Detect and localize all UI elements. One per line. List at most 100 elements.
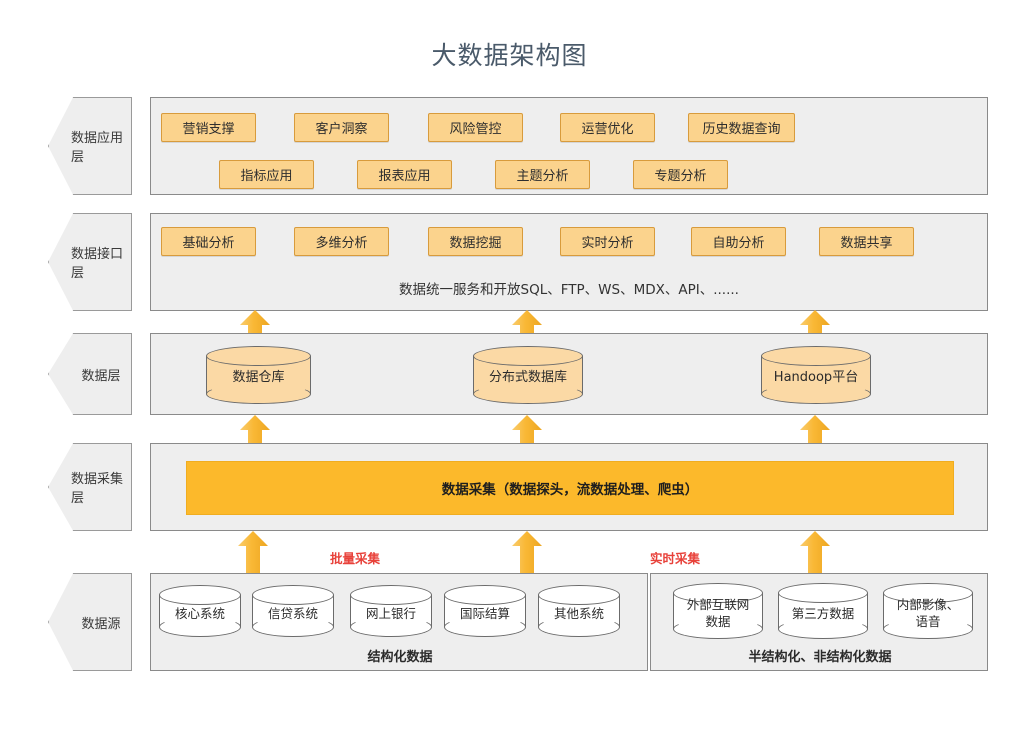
- source-credit-system[interactable]: 信贷系统: [252, 585, 334, 637]
- iface-box-mining[interactable]: 数据挖掘: [428, 227, 523, 256]
- app-box-report[interactable]: 报表应用: [357, 160, 452, 189]
- source-intl-settlement-label: 国际结算: [459, 605, 510, 621]
- collection-bar-label: 数据采集（数据探头，流数据处理、爬虫）: [441, 482, 699, 498]
- interface-layer-panel: 基础分析 多维分析 数据挖掘 实时分析 自助分析 数据共享 数据统一服务和开放S…: [150, 213, 988, 311]
- app-box-marketing[interactable]: 营销支撑: [161, 113, 256, 142]
- arrow-up-collect-to-data-2: [512, 415, 542, 443]
- source-internal-media[interactable]: 内部影像、 语音: [883, 583, 973, 639]
- cylinder-bottom: [473, 384, 583, 404]
- cylinder-top: [473, 346, 583, 366]
- source-other-system-label: 其他系统: [553, 605, 604, 621]
- cylinder-top: [883, 583, 973, 603]
- source-unstructured-panel: 外部互联网 数据 第三方数据 内部影像、 语音 半结构化、非结构化数据: [650, 573, 988, 671]
- layer-tag-data: 数据层: [48, 333, 132, 415]
- cylinder-bottom: [883, 619, 973, 639]
- app-box-report-label: 报表应用: [378, 169, 431, 184]
- iface-box-realtime-label: 实时分析: [581, 236, 634, 251]
- layer-tag-source: 数据源: [48, 573, 132, 671]
- source-external-internet-label: 外部互联网 数据: [686, 597, 750, 629]
- app-box-history-label: 历史数据查询: [702, 122, 781, 137]
- layer-tag-iface: 数据接口层: [48, 213, 132, 311]
- iface-box-multidim[interactable]: 多维分析: [294, 227, 389, 256]
- source-third-party-label: 第三方数据: [791, 605, 855, 621]
- cylinder-top: [159, 585, 241, 605]
- source-external-internet[interactable]: 外部互联网 数据: [673, 583, 763, 639]
- interface-service-note: 数据统一服务和开放SQL、FTP、WS、MDX、API、......: [399, 282, 739, 298]
- note-realtime-collection: 实时采集: [650, 551, 701, 566]
- arrow-up-collect-to-data-3: [800, 415, 830, 443]
- cylinder-bottom: [206, 384, 311, 404]
- app-box-risk-label: 风险管控: [449, 122, 502, 137]
- iface-box-mining-label: 数据挖掘: [449, 236, 502, 251]
- iface-box-basic-label: 基础分析: [182, 236, 235, 251]
- iface-box-share[interactable]: 数据共享: [819, 227, 914, 256]
- app-box-topic-label: 专题分析: [654, 169, 707, 184]
- iface-box-realtime[interactable]: 实时分析: [560, 227, 655, 256]
- unstructured-data-caption: 半结构化、非结构化数据: [748, 650, 892, 665]
- app-box-kpi-label: 指标应用: [240, 169, 293, 184]
- cylinder-bottom: [444, 617, 526, 637]
- layer-tag-app-label: 数据应用层: [71, 131, 124, 165]
- app-box-ops-label: 运营优化: [581, 122, 634, 137]
- source-other-system[interactable]: 其他系统: [538, 585, 620, 637]
- cylinder-bottom: [778, 619, 868, 639]
- cylinder-top: [761, 346, 871, 366]
- arrow-up-source-to-collect-2: [512, 531, 542, 575]
- app-box-risk[interactable]: 风险管控: [428, 113, 523, 142]
- layer-tag-collect: 数据采集层: [48, 443, 132, 531]
- data-store-warehouse[interactable]: 数据仓库: [206, 346, 311, 404]
- data-store-warehouse-label: 数据仓库: [232, 370, 285, 386]
- iface-box-share-label: 数据共享: [840, 236, 893, 251]
- app-box-theme[interactable]: 主题分析: [495, 160, 590, 189]
- arrow-up-data-to-interface-1: [240, 310, 270, 338]
- page-title: 大数据架构图: [431, 41, 588, 70]
- iface-box-multidim-label: 多维分析: [315, 236, 368, 251]
- arrow-up-source-to-collect-1: [238, 531, 268, 575]
- layer-tag-data-label: 数据层: [81, 368, 121, 384]
- cylinder-bottom: [761, 384, 871, 404]
- app-box-customer-label: 客户洞察: [315, 122, 368, 137]
- app-box-ops[interactable]: 运营优化: [560, 113, 655, 142]
- cylinder-bottom: [159, 617, 241, 637]
- app-box-topic[interactable]: 专题分析: [633, 160, 728, 189]
- source-third-party[interactable]: 第三方数据: [778, 583, 868, 639]
- arrow-up-data-to-interface-2: [512, 310, 542, 338]
- source-online-bank-label: 网上银行: [365, 605, 416, 621]
- data-store-hadoop-label: Handoop平台: [773, 370, 859, 386]
- layer-tag-source-label: 数据源: [81, 616, 121, 632]
- iface-box-basic[interactable]: 基础分析: [161, 227, 256, 256]
- source-internal-media-label: 内部影像、 语音: [896, 597, 960, 629]
- cylinder-top: [778, 583, 868, 603]
- data-store-distributed-db-label: 分布式数据库: [488, 370, 567, 386]
- source-intl-settlement[interactable]: 国际结算: [444, 585, 526, 637]
- cylinder-bottom: [252, 617, 334, 637]
- cylinder-top: [350, 585, 432, 605]
- iface-box-selfservice[interactable]: 自助分析: [691, 227, 786, 256]
- structured-data-caption: 结构化数据: [367, 650, 433, 665]
- source-core-system[interactable]: 核心系统: [159, 585, 241, 637]
- app-box-marketing-label: 营销支撑: [182, 122, 235, 137]
- collection-bar[interactable]: 数据采集（数据探头，流数据处理、爬虫）: [186, 461, 954, 515]
- app-box-customer[interactable]: 客户洞察: [294, 113, 389, 142]
- iface-box-selfservice-label: 自助分析: [712, 236, 765, 251]
- cylinder-bottom: [350, 617, 432, 637]
- cylinder-top: [252, 585, 334, 605]
- cylinder-bottom: [673, 619, 763, 639]
- source-online-bank[interactable]: 网上银行: [350, 585, 432, 637]
- app-box-kpi[interactable]: 指标应用: [219, 160, 314, 189]
- cylinder-top: [538, 585, 620, 605]
- source-structured-panel: 核心系统 信贷系统 网上银行 国际结算 其他系统 结构化数据: [150, 573, 648, 671]
- arrow-up-data-to-interface-3: [800, 310, 830, 338]
- cylinder-top: [673, 583, 763, 603]
- layer-tag-app: 数据应用层: [48, 97, 132, 195]
- data-store-distributed-db[interactable]: 分布式数据库: [473, 346, 583, 404]
- data-layer-panel: 数据仓库 分布式数据库 Handoop平台: [150, 333, 988, 415]
- application-layer-panel: 营销支撑 客户洞察 风险管控 运营优化 历史数据查询 指标应用 报表应用 主题分…: [150, 97, 988, 195]
- data-store-hadoop[interactable]: Handoop平台: [761, 346, 871, 404]
- source-core-system-label: 核心系统: [174, 605, 225, 621]
- cylinder-bottom: [538, 617, 620, 637]
- source-credit-system-label: 信贷系统: [267, 605, 318, 621]
- arrow-up-source-to-collect-3: [800, 531, 830, 575]
- app-box-history[interactable]: 历史数据查询: [688, 113, 795, 142]
